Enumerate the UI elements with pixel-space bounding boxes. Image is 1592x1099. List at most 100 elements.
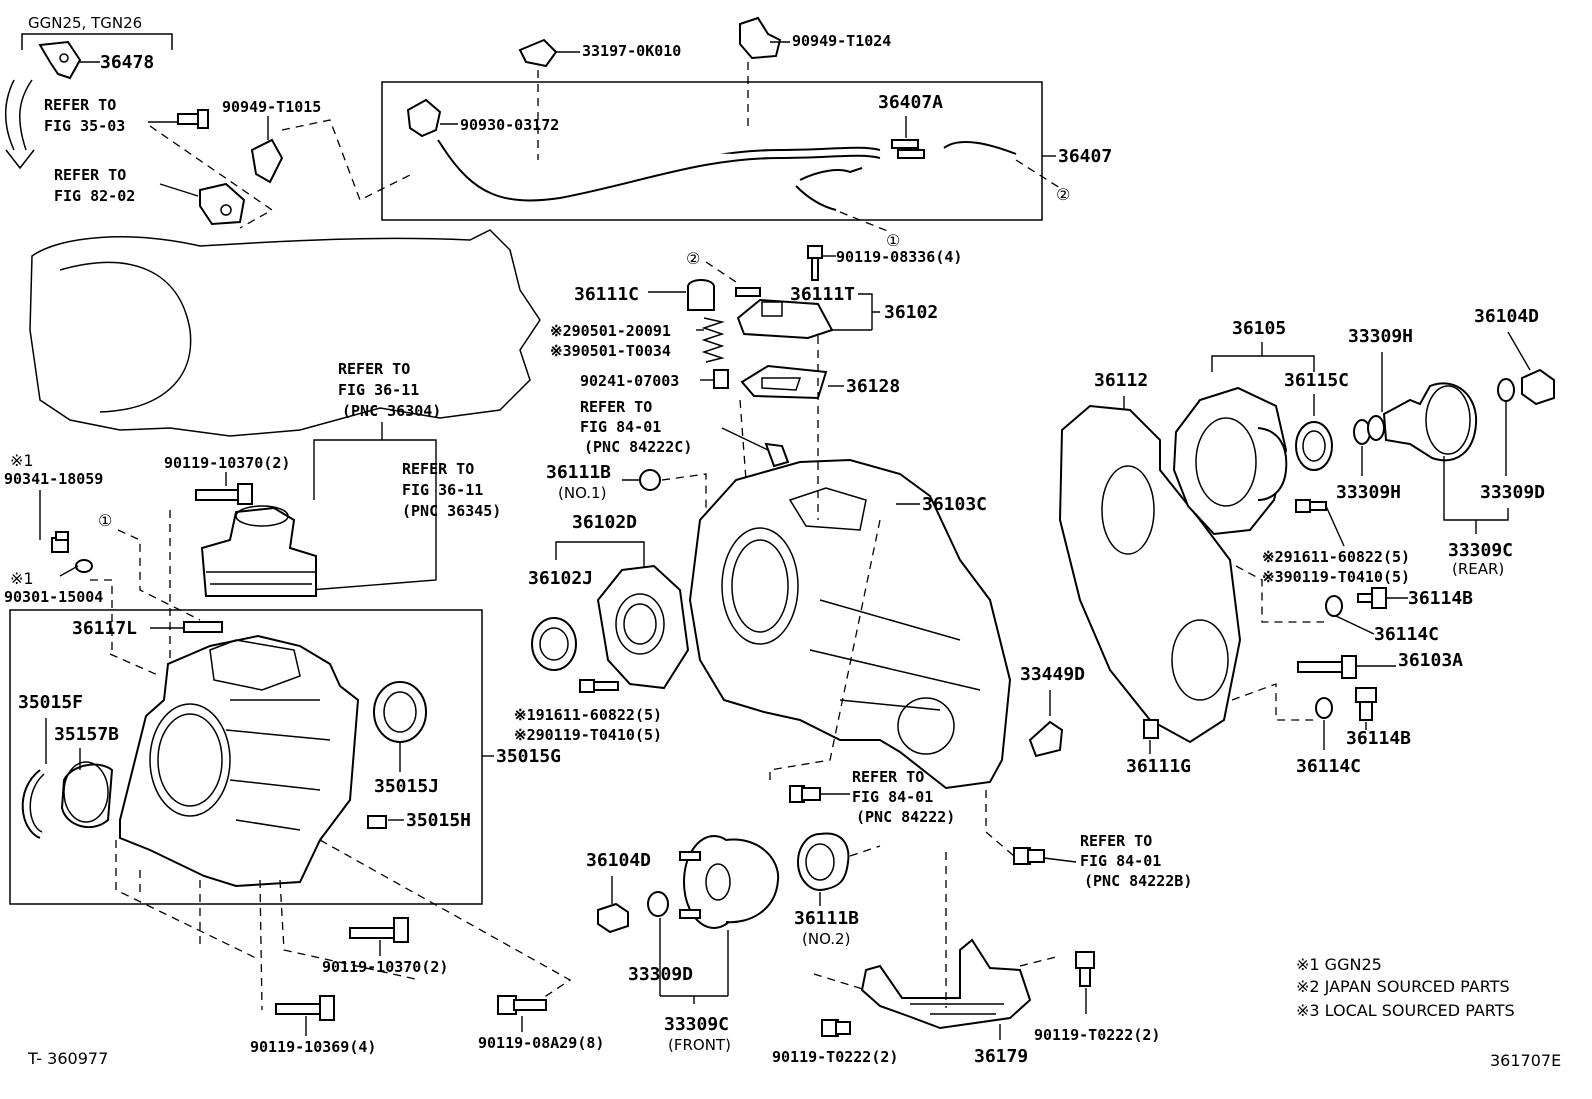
refer-fig-36-11-a[interactable]: REFER TO FIG 36-11 (PNC 36304) [338,360,441,420]
circle-2-marker-a: ② [1056,185,1070,204]
dash-top-left [149,119,411,229]
part-36111C: 36111C [574,284,639,305]
part-36128: 36128 [846,376,900,397]
transmission-outline [29,229,541,437]
transfer-case-36103C-part [688,458,1012,790]
snap-ring-35015F-part [21,769,45,839]
leader-90301 [59,565,79,577]
bolt-90119-10369-part [275,995,335,1021]
no2-label: (NO.2) [802,930,850,948]
dash-oring [90,579,113,650]
rear-case-gasket-36112-part [1058,404,1242,744]
leader-36102-bracket [826,293,880,331]
dash-36114C-2 [1231,683,1316,721]
part-35015H: 35015H [406,810,471,831]
dash-case [739,336,881,780]
bolt-90119-10370-top-part [195,483,253,505]
pin-36111T-part [735,287,761,297]
part-90301-15004: 90301-15004 [4,588,103,606]
dash-36179 [813,852,1061,1008]
part-390119-T0410: ※390119-T0410(5) [1262,568,1410,586]
sensor-84222B-part [1013,847,1045,865]
gasket-36128-part [740,364,828,400]
part-33309C-front: 33309C [664,1014,729,1035]
refer-fig-84-01-c[interactable]: REFER TO FIG 84-01 (PNC 84222B) [1080,832,1192,890]
oil-seal-36111B-no2-part [797,832,850,891]
leader-33309C-front [659,918,729,1004]
spring-part [701,317,725,363]
nut-36104D-bottom-part [597,902,629,934]
part-36111G: 36111G [1126,756,1191,777]
part-36112: 36112 [1094,370,1148,391]
rear-cover-36105-part [1172,386,1288,536]
part-36103A: 36103A [1398,650,1463,671]
hose-36407-right [943,141,1017,155]
refer-fig-35-03[interactable]: REFER TO FIG 35-03 [44,96,125,135]
rear-label: (REAR) [1452,560,1504,578]
plug-35157B-part [60,761,114,829]
part-36111B-top: 36111B [546,462,611,483]
dash-84222B [985,790,1015,857]
part-35015G: 35015G [496,746,561,767]
leader-refer-84-01-c [1043,857,1077,863]
dash-36111B-top [661,473,707,510]
extension-housing-35015G-part [119,634,360,888]
legend-item-2: ※2 JAPAN SOURCED PARTS [1296,977,1510,996]
part-33449D: 33449D [1020,664,1085,685]
washer-36114C-1-part [1325,595,1343,617]
footer-right-code: 361707E [1490,1051,1561,1070]
bracket-36179-part [860,938,1032,1030]
plug-90341-part [51,531,69,553]
part-36102J: 36102J [528,568,593,589]
pin-36117L-part [183,621,223,633]
part-35015F: 35015F [18,692,83,713]
nut-36104D-right-part [1521,368,1555,406]
bolt-90119-08A29-part [497,995,547,1015]
bolt-90119-08336-part [807,245,823,281]
refer-fig-82-02[interactable]: REFER TO FIG 82-02 [54,166,135,205]
shift-lever-retainer-part [200,505,317,597]
bolt-191611-part [579,679,619,693]
leader-36102D [555,541,645,572]
dash-36117L [109,653,161,677]
part-33309D-right: 33309D [1480,482,1545,503]
part-36179: 36179 [974,1046,1028,1067]
oil-seal-36102J-part [531,617,577,671]
dash-36111B-no2 [849,845,881,857]
dash-36407-circle1 [839,211,891,233]
direction-arrow-icon [5,79,35,170]
part-291611-60822: ※291611-60822(5) [1262,548,1410,566]
part-36478: 36478 [100,52,154,73]
refer-fig-84-01-b[interactable]: REFER TO FIG 84-01 (PNC 84222) [852,768,955,826]
part-90930-03172: 90930-03172 [460,116,559,134]
circle-2-marker-b: ② [686,249,700,268]
sensor-84222C-part [764,442,790,468]
bolt-90119-T0222-right-part [1075,951,1095,987]
part-90119-10370-bottom: 90119-10370(2) [322,958,448,976]
bolt-90119-T0222-left-part [821,1019,851,1037]
refer-fig-84-01-a[interactable]: REFER TO FIG 84-01 (PNC 84222C) [580,398,692,456]
circle-1-marker-b: ① [98,511,112,530]
cover-plate-36102-part [736,298,834,340]
part-36102: 36102 [884,302,938,323]
part-33309C-rear: 33309C [1448,540,1513,561]
part-290119-T0410: ※290119-T0410(5) [514,726,662,744]
circle-1-marker-a: ① [886,231,900,250]
refer-fig-36-11-b[interactable]: REFER TO FIG 36-11 (PNC 36345) [402,460,501,520]
footer-left-code: T- 360977 [27,1049,108,1068]
part-36407: 36407 [1058,146,1112,167]
legend-item-3: ※3 LOCAL SOURCED PARTS [1296,1001,1515,1020]
part-33309H-top: 33309H [1348,326,1413,347]
part-90119-T0222-left: 90119-T0222(2) [772,1048,898,1066]
part-36407A: 36407A [878,92,943,113]
plug-90241-part [713,369,729,389]
part-33309H-bottom: 33309H [1336,482,1401,503]
pin-36111G-part [1143,719,1159,739]
hose-36407-left-inner [441,145,881,202]
bolt-36103A-part [1297,655,1357,679]
part-191611-60822: ※191611-60822(5) [514,706,662,724]
part-33309D-bottom: 33309D [628,964,693,985]
no1-label: (NO.1) [558,484,606,502]
hose-36407-elbow [799,167,863,181]
